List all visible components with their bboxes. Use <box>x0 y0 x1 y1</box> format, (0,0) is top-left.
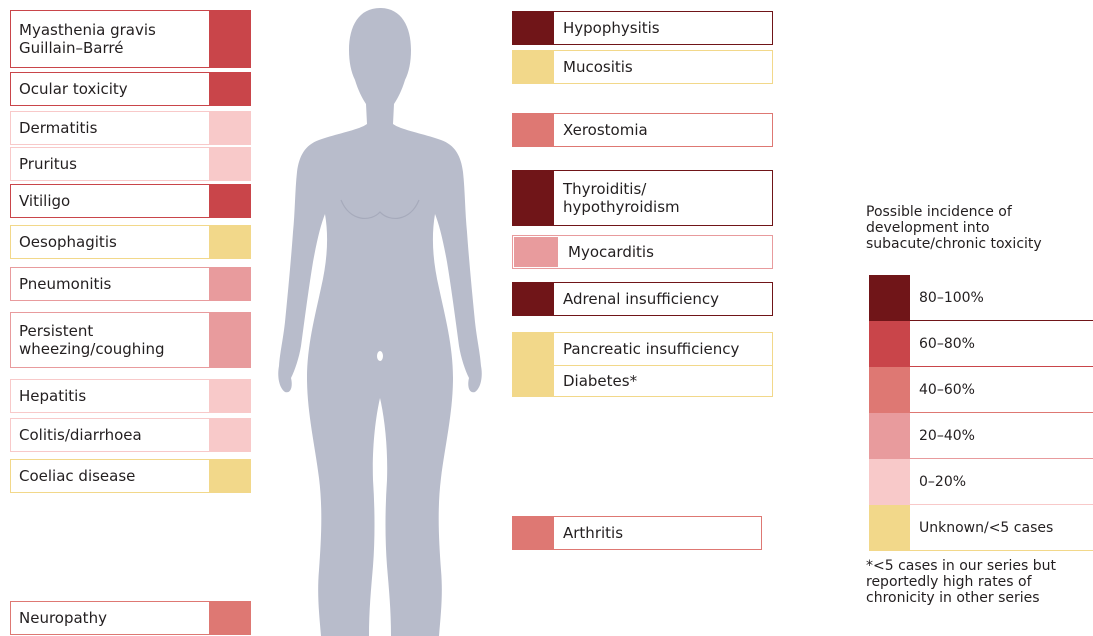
condition-label: Arthritis <box>563 517 623 549</box>
condition-ocular-toxicity: Ocular toxicity <box>10 72 251 106</box>
legend-swatch <box>869 321 910 367</box>
condition-myasthenia-gravis-guillain-barr: Myasthenia gravis Guillain–Barré <box>10 10 251 68</box>
footnote: *<5 cases in our series but reportedly h… <box>866 558 1093 606</box>
condition-label: Hypophysitis <box>563 12 660 44</box>
condition-vitiligo: Vitiligo <box>10 184 251 218</box>
condition-pancreatic-insufficiency: Pancreatic insufficiency <box>512 332 773 366</box>
incidence-swatch <box>512 170 554 226</box>
incidence-swatch <box>512 113 554 147</box>
incidence-swatch <box>512 11 554 45</box>
condition-mucositis: Mucositis <box>512 50 773 84</box>
condition-colitis-diarrhoea: Colitis/diarrhoea <box>10 418 251 452</box>
condition-neuropathy: Neuropathy <box>10 601 251 635</box>
condition-label: Mucositis <box>563 51 633 83</box>
navel <box>377 351 383 361</box>
condition-label: Persistent wheezing/coughing <box>19 313 165 367</box>
condition-label: Myasthenia gravis Guillain–Barré <box>19 11 156 67</box>
legend-label: 40–60% <box>919 367 975 413</box>
legend-item-20-40: 20–40% <box>869 413 1093 459</box>
incidence-swatch <box>209 147 251 181</box>
legend-swatch <box>869 459 910 505</box>
condition-label: Pancreatic insufficiency <box>563 333 739 365</box>
condition-label: Thyroiditis/ hypothyroidism <box>563 171 680 225</box>
incidence-swatch <box>209 72 251 106</box>
condition-label: Xerostomia <box>563 114 648 146</box>
legend-label: 20–40% <box>919 413 975 459</box>
condition-myocarditis: Myocarditis <box>512 235 773 269</box>
legend-label: 80–100% <box>919 275 984 321</box>
incidence-swatch <box>209 379 251 413</box>
legend-item-unknown-5-cases: Unknown/<5 cases <box>869 505 1093 551</box>
incidence-swatch <box>209 418 251 452</box>
condition-pruritus: Pruritus <box>10 147 251 181</box>
incidence-swatch <box>512 50 554 84</box>
body-silhouette <box>278 8 482 636</box>
human-body-figure <box>255 0 505 636</box>
condition-label: Pneumonitis <box>19 268 111 300</box>
condition-hepatitis: Hepatitis <box>10 379 251 413</box>
incidence-swatch <box>512 282 554 316</box>
condition-arthritis: Arthritis <box>512 516 762 550</box>
legend-item-80-100: 80–100% <box>869 275 1093 321</box>
legend-label: Unknown/<5 cases <box>919 505 1053 551</box>
condition-coeliac-disease: Coeliac disease <box>10 459 251 493</box>
condition-label: Ocular toxicity <box>19 73 128 105</box>
incidence-swatch <box>209 225 251 259</box>
condition-label: Coeliac disease <box>19 460 135 492</box>
condition-oesophagitis: Oesophagitis <box>10 225 251 259</box>
condition-label: Adrenal insufficiency <box>563 283 719 315</box>
condition-adrenal-insufficiency: Adrenal insufficiency <box>512 282 773 316</box>
incidence-swatch <box>209 111 251 145</box>
condition-hypophysitis: Hypophysitis <box>512 11 773 45</box>
legend-item-40-60: 40–60% <box>869 367 1093 413</box>
incidence-swatch <box>209 267 251 301</box>
legend-swatch <box>869 275 910 321</box>
condition-dermatitis: Dermatitis <box>10 111 251 145</box>
legend-label: 60–80% <box>919 321 975 367</box>
condition-xerostomia: Xerostomia <box>512 113 773 147</box>
incidence-swatch <box>209 459 251 493</box>
condition-label: Diabetes* <box>563 366 637 396</box>
condition-pneumonitis: Pneumonitis <box>10 267 251 301</box>
condition-label: Oesophagitis <box>19 226 117 258</box>
incidence-swatch <box>209 184 251 218</box>
condition-thyroiditis-hypothyroidism: Thyroiditis/ hypothyroidism <box>512 170 773 226</box>
legend-label: 0–20% <box>919 459 966 505</box>
legend-title: Possible incidence of development into s… <box>866 204 1091 252</box>
condition-label: Vitiligo <box>19 185 70 217</box>
condition-label: Pruritus <box>19 148 77 180</box>
legend-swatch <box>869 367 910 413</box>
incidence-swatch <box>512 365 554 397</box>
condition-label: Hepatitis <box>19 380 86 412</box>
incidence-swatch <box>514 237 558 267</box>
incidence-swatch <box>512 332 554 366</box>
condition-label: Colitis/diarrhoea <box>19 419 142 451</box>
condition-label: Neuropathy <box>19 602 107 634</box>
legend-item-60-80: 60–80% <box>869 321 1093 367</box>
condition-persistent-wheezing-coughing: Persistent wheezing/coughing <box>10 312 251 368</box>
incidence-swatch <box>209 10 251 68</box>
legend-item-0-20: 0–20% <box>869 459 1093 505</box>
incidence-swatch <box>209 601 251 635</box>
condition-diabetes: Diabetes* <box>512 365 773 397</box>
incidence-swatch <box>209 312 251 368</box>
legend-swatch <box>869 413 910 459</box>
condition-label: Dermatitis <box>19 112 97 144</box>
legend-swatch <box>869 505 910 551</box>
incidence-swatch <box>512 516 554 550</box>
condition-label: Myocarditis <box>568 236 654 268</box>
